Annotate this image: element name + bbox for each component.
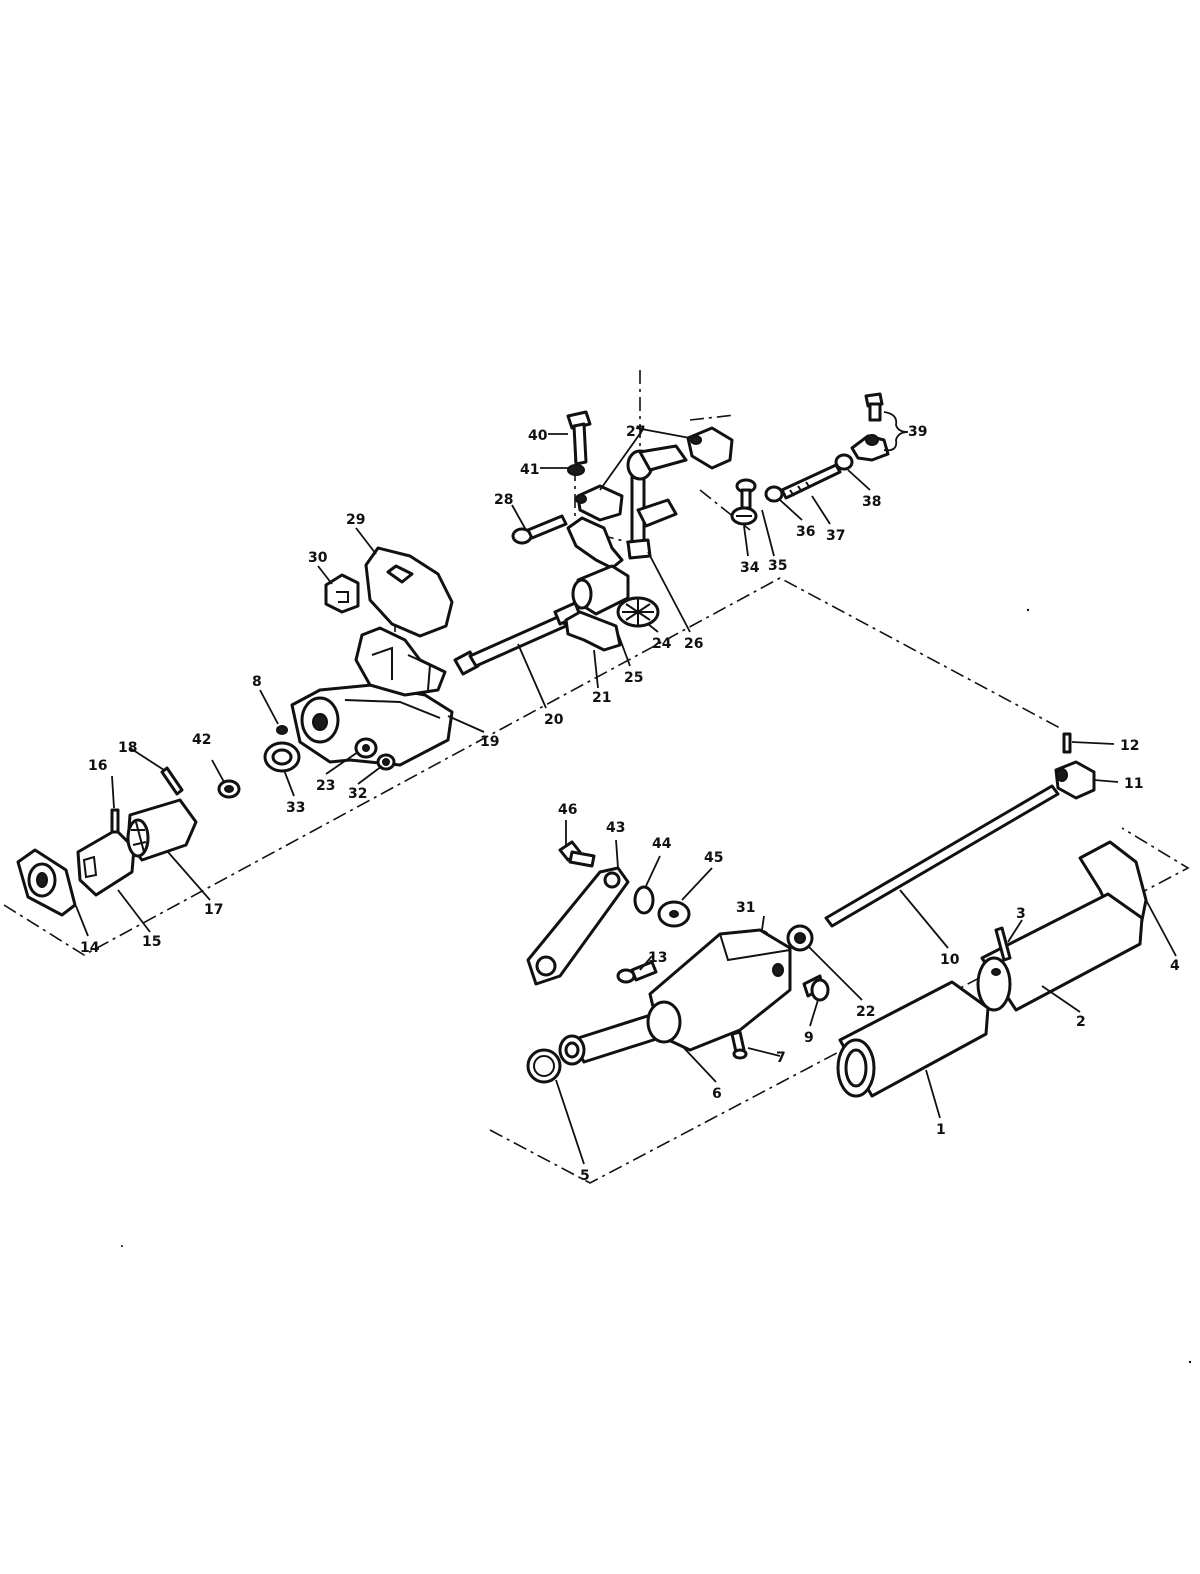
callout-43: 43 [606, 820, 625, 836]
callout-22: 22 [856, 1004, 875, 1020]
callout-36: 36 [796, 524, 815, 540]
callout-8: 8 [252, 674, 262, 690]
part-23-nut [354, 737, 378, 759]
part-20-shaft [453, 601, 582, 676]
part-17-splined-coupler [126, 798, 198, 862]
callout-6: 6 [712, 1086, 722, 1102]
callout-34: 34 [740, 560, 760, 576]
part-38-nut [834, 453, 854, 471]
part-27-linkage-clamp-right [686, 426, 734, 470]
callout-16: 16 [88, 758, 107, 774]
callout-26: 26 [684, 636, 703, 652]
part-8-screw [276, 725, 288, 735]
callout-45: 45 [704, 850, 723, 866]
callout-14: 14 [80, 940, 100, 956]
part-44-link [633, 885, 655, 915]
callout-23: 23 [316, 778, 335, 794]
part-35-screw [735, 478, 757, 510]
part-29-lower-bracket [354, 626, 447, 697]
part-6-tilt-tube [558, 928, 792, 1066]
part-3-pin [994, 926, 1012, 962]
part-39-ball-socket [850, 392, 909, 462]
callout-30: 30 [308, 550, 328, 566]
callout-32: 32 [348, 786, 367, 802]
part-32-washer [376, 753, 396, 771]
part-19-bracket-housing [290, 683, 454, 767]
leader-lines [75, 427, 1177, 1165]
part-24-bevel-gear [616, 596, 660, 628]
callout-40: 40 [528, 428, 548, 444]
part-26-vertical-shaft [626, 444, 688, 560]
callout-21: 21 [592, 690, 611, 706]
callout-38: 38 [862, 494, 881, 510]
part-41-lockwasher [567, 464, 585, 476]
part-27-linkage-clamp-left [575, 484, 624, 522]
part-9-bolt [802, 974, 830, 1002]
callout-35: 35 [768, 558, 787, 574]
callout-labels: 1 2 3 4 5 6 7 8 9 10 11 12 13 14 15 16 1… [80, 424, 1180, 1184]
part-33-washer [263, 741, 301, 773]
callout-41: 41 [520, 462, 539, 478]
callout-18: 18 [118, 740, 137, 756]
callout-9: 9 [804, 1030, 814, 1046]
part-29-upper-bracket [364, 546, 454, 638]
callout-20: 20 [544, 712, 564, 728]
part-43-link-arm [526, 866, 630, 986]
part-21-lower-clamp [564, 610, 622, 652]
part-40-bolt [566, 410, 592, 466]
part-12-pin [1062, 732, 1072, 754]
callout-10: 10 [940, 952, 960, 968]
part-16-pin [110, 808, 120, 834]
part-2-tube [976, 892, 1144, 1012]
part-34-ball-joint [730, 506, 758, 526]
part-22-bushing [786, 924, 814, 952]
callout-31: 31 [736, 900, 755, 916]
part-14-mounting-plate [16, 848, 77, 917]
callout-42: 42 [192, 732, 211, 748]
callout-37: 37 [826, 528, 845, 544]
callout-3: 3 [1016, 906, 1026, 922]
callout-15: 15 [142, 934, 161, 950]
callout-2: 2 [1076, 1014, 1086, 1030]
part-5-o-ring [526, 1048, 562, 1084]
callout-7: 7 [776, 1050, 786, 1066]
part-1-tube-sleeve [836, 980, 990, 1098]
part-7-bolt [730, 1030, 748, 1060]
callout-39: 39 [908, 424, 927, 440]
callout-27: 27 [626, 424, 645, 440]
part-18-pin [160, 766, 184, 796]
callout-11: 11 [1124, 776, 1143, 792]
callout-4: 4 [1170, 958, 1180, 974]
callout-44: 44 [652, 836, 672, 852]
part-11-collar [1054, 760, 1096, 800]
part-45-washer [657, 900, 691, 928]
callout-28: 28 [494, 492, 513, 508]
callout-5: 5 [580, 1168, 590, 1184]
callout-17: 17 [204, 902, 223, 918]
callout-33: 33 [286, 800, 305, 816]
part-36-nut [764, 485, 784, 503]
callout-46: 46 [558, 802, 577, 818]
part-30-clip [324, 573, 360, 614]
part-28-bolt [511, 514, 568, 545]
part-42-bushing [217, 779, 241, 799]
callout-13: 13 [648, 950, 667, 966]
callout-12: 12 [1120, 738, 1139, 754]
part-10-steering-shaft [824, 784, 1060, 928]
callout-29: 29 [346, 512, 365, 528]
part-25-splined-collar [571, 564, 630, 616]
part-15-socket-sleeve [76, 828, 136, 897]
callout-19: 19 [480, 734, 499, 750]
callout-1: 1 [936, 1122, 946, 1138]
part-46-bolt [558, 840, 596, 868]
scan-specks [121, 608, 1192, 1364]
callout-25: 25 [624, 670, 643, 686]
part-37-threaded-rod [780, 463, 842, 500]
part-21-upper-clamp [566, 516, 624, 570]
callout-24: 24 [652, 636, 672, 652]
